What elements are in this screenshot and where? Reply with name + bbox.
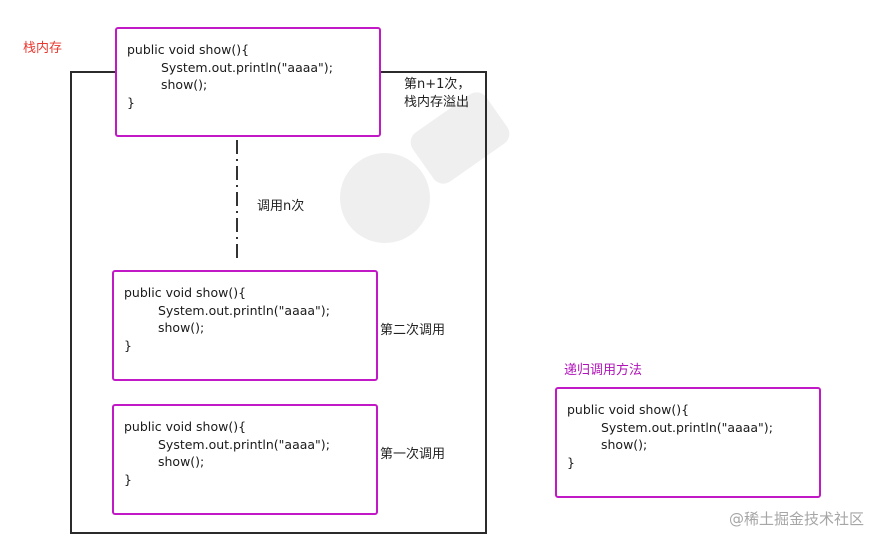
second-call-note: 第二次调用: [380, 323, 446, 338]
code-line: public void show(){: [124, 419, 247, 434]
code-line: }: [124, 337, 132, 353]
code-line: System.out.println("aaaa");: [158, 302, 330, 318]
watermark-logo-icon: [340, 92, 510, 243]
code-line: }: [127, 94, 135, 110]
code-line: public void show(){: [127, 42, 250, 57]
code-box-first-call: public void show(){ System.out.println("…: [112, 404, 378, 515]
code-line: System.out.println("aaaa");: [601, 419, 773, 435]
first-call-note: 第一次调用: [380, 447, 446, 462]
code-line: System.out.println("aaaa");: [158, 436, 330, 452]
code-box-recursion-method: public void show(){ System.out.println("…: [555, 387, 821, 498]
code-line: System.out.println("aaaa");: [161, 59, 333, 75]
call-chain-connector: [236, 140, 238, 262]
recursion-method-title: 递归调用方法: [564, 363, 643, 378]
code-line: show();: [158, 320, 205, 335]
code-line: public void show(){: [567, 402, 690, 417]
calls-note: 调用n次: [257, 199, 305, 214]
code-line: show();: [601, 437, 648, 452]
source-watermark: @稀土掘金技术社区: [728, 510, 864, 528]
code-box-second-call: public void show(){ System.out.println("…: [112, 270, 378, 381]
overflow-note-line-2: 栈内存溢出: [404, 95, 470, 110]
code-line: }: [124, 471, 132, 487]
overflow-note-line-1: 第n+1次，: [404, 77, 471, 92]
code-line: }: [567, 454, 575, 470]
code-line: show();: [161, 77, 208, 92]
overflow-note: 第n+1次， 栈内存溢出: [404, 76, 470, 112]
code-line: show();: [158, 454, 205, 469]
code-box-overflow-call: public void show(){ System.out.println("…: [115, 27, 381, 137]
stack-memory-label: 栈内存: [23, 41, 63, 56]
code-line: public void show(){: [124, 285, 247, 300]
